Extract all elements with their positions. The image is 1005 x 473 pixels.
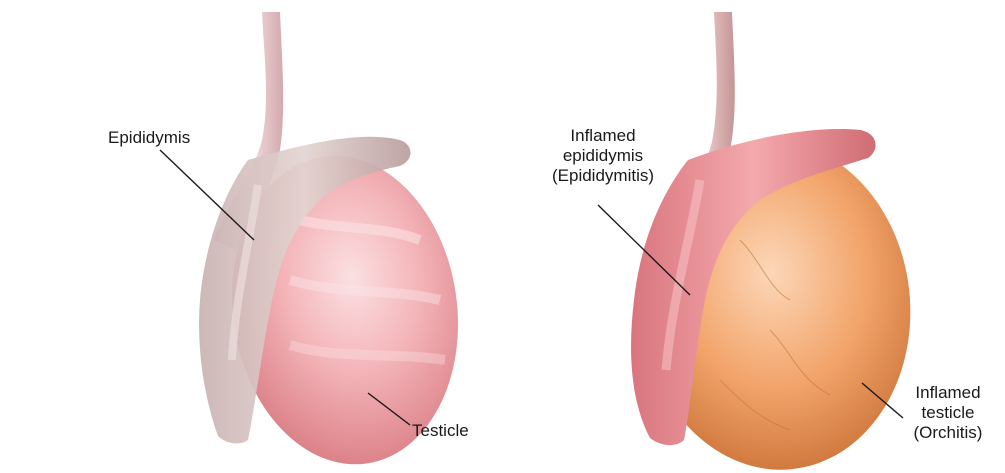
- label-epididymis: Epididymis: [108, 128, 190, 148]
- label-inflamed-epididymis-line3: (Epididymitis): [536, 166, 670, 186]
- label-inflamed-testicle-line2: testicle: [896, 403, 1000, 423]
- label-inflamed-testicle-line1: Inflamed: [896, 383, 1000, 403]
- label-inflamed-testicle-line3: (Orchitis): [896, 423, 1000, 443]
- label-inflamed-testicle: Inflamed testicle (Orchitis): [896, 383, 1000, 443]
- label-inflamed-epididymis-line1: Inflamed: [536, 126, 670, 146]
- label-inflamed-epididymis-line2: epididymis: [536, 146, 670, 166]
- label-testicle: Testicle: [412, 421, 469, 441]
- normal-anatomy: [199, 12, 477, 473]
- label-inflamed-epididymis: Inflamed epididymis (Epididymitis): [536, 126, 670, 186]
- inflamed-anatomy: [623, 12, 926, 473]
